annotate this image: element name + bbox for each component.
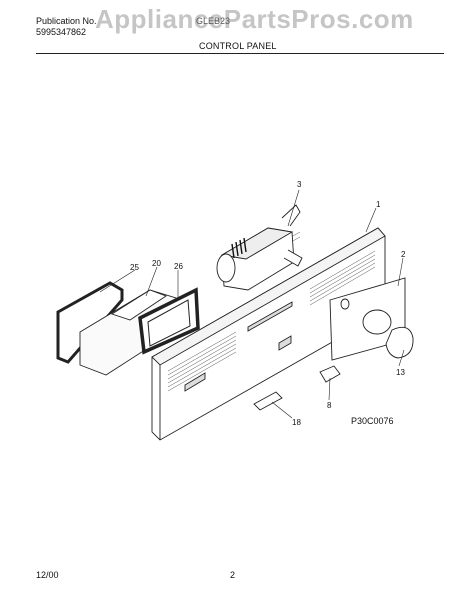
footer-page-number: 2 [230, 570, 236, 580]
footer-date: 12/00 [36, 570, 59, 580]
overlay-and-knob [253, 277, 414, 411]
callout-8: 8 [327, 401, 332, 410]
end-panel-assembly [56, 281, 200, 376]
callout-3: 3 [297, 180, 302, 189]
model-number: GLEB23 [196, 16, 231, 26]
watermark: AppliancePartsPros.com [95, 4, 414, 34]
timer-assembly [216, 204, 303, 291]
callout-25: 25 [130, 263, 139, 272]
header-rule [36, 53, 444, 54]
section-title: CONTROL PANEL [199, 41, 277, 51]
publication-label: Publication No. [36, 16, 97, 26]
publication-number: 5995347862 [36, 27, 87, 37]
callout-labels: 3 1 2 25 20 26 13 8 18 [130, 180, 406, 427]
callout-26: 26 [174, 262, 183, 271]
callout-1: 1 [376, 200, 381, 209]
callout-13: 13 [396, 368, 405, 377]
leader-lines [99, 189, 405, 419]
control-panel-fascia [151, 227, 386, 441]
callout-2: 2 [401, 250, 406, 259]
callout-20: 20 [152, 259, 161, 268]
callout-18: 18 [292, 418, 301, 427]
figure-code: P30C0076 [351, 416, 394, 426]
